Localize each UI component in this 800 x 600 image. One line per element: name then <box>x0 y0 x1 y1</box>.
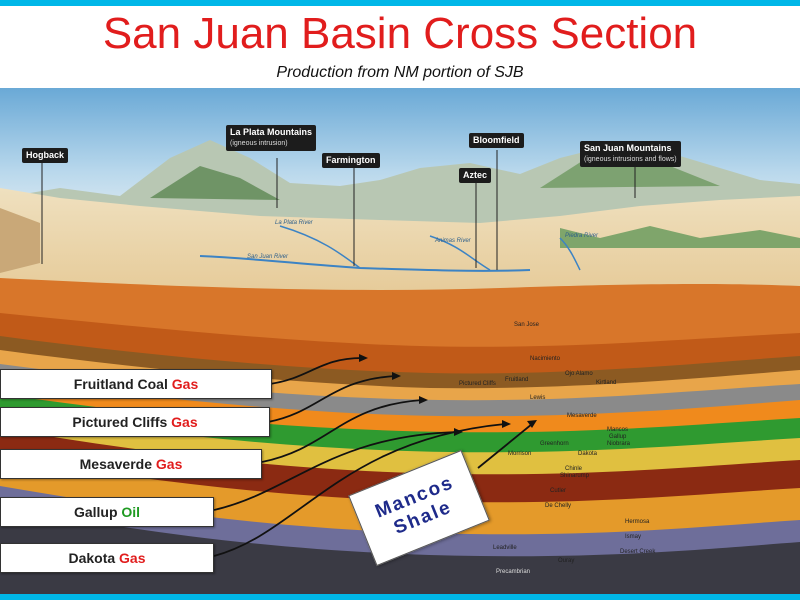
top-accent-bar <box>0 0 800 6</box>
arrow-fruitland <box>269 357 363 385</box>
animas-river <box>429 235 491 271</box>
tag-la-plata-label: La Plata Mountains <box>230 127 313 137</box>
hogback-ridge <box>0 208 40 273</box>
bottom-accent-bar <box>0 594 800 600</box>
arrow-mesaverde <box>261 399 423 463</box>
formation-pictured-cliffs: Pictured Cliffs <box>459 381 496 387</box>
arrowhead <box>454 428 463 436</box>
vegetation <box>560 226 800 248</box>
label-mesaverde-name: Mesaverde <box>79 456 153 472</box>
tag-aztec: Aztec <box>459 168 492 183</box>
formation-morrison: Morrison <box>508 451 532 457</box>
label-pictured-cliffs-name: Pictured Cliffs <box>72 414 168 430</box>
river-label-animas: Animas River <box>435 238 471 244</box>
arrow-gallup <box>213 431 458 511</box>
formation-greenhorn: Greenhorn <box>540 441 569 447</box>
tag-farmington: Farmington <box>322 153 380 168</box>
formation-dakota: Dakota <box>578 451 598 457</box>
formation-cutler: Cutler <box>550 488 567 494</box>
la-plata-peaks <box>150 166 280 200</box>
formation-chinle: Chinle <box>565 466 583 472</box>
label-fruitland-coal-name: Fruitland Coal <box>73 376 168 392</box>
river-label-la-plata: La Plata River <box>275 220 313 226</box>
label-gallup-resource: Oil <box>121 504 141 520</box>
tag-san-juan-mtns-label: San Juan Mountains <box>584 143 672 153</box>
formation-de-chelly: De Chelly <box>545 503 572 509</box>
tag-san-juan-mtns: San Juan Mountains (igneous intrusions an… <box>580 141 681 167</box>
arrowheads <box>359 354 537 436</box>
arrowhead <box>527 420 537 428</box>
tag-hogback: Hogback <box>22 148 69 163</box>
formation-kirtland: Kirtland <box>596 380 617 386</box>
arrowhead <box>392 372 401 380</box>
label-gallup: Gallup Oil <box>0 497 214 527</box>
label-mesaverde-resource: Gas <box>155 456 183 472</box>
arrowhead <box>502 420 511 428</box>
arrow-pictured-cliffs <box>267 375 396 423</box>
formation-lewis: Lewis <box>530 395 546 401</box>
formation-nacimiento: Nacimiento <box>530 356 561 362</box>
tag-san-juan-mtns-sub: (igneous intrusions and flows) <box>584 156 677 163</box>
formation-leadville: Leadville <box>493 545 517 551</box>
formation-desert-creek: Desert Creek <box>620 549 656 555</box>
formation-gallup: Gallup <box>609 434 627 440</box>
formation-fruitland: Fruitland <box>505 377 529 383</box>
arrows <box>213 357 533 557</box>
tag-bloomfield-label: Bloomfield <box>473 135 520 145</box>
label-dakota: Dakota Gas <box>0 543 214 573</box>
label-fruitland-coal: Fruitland Coal Gas <box>0 369 272 399</box>
formation-ismay: Ismay <box>625 534 642 540</box>
arrow-mancos <box>477 423 533 469</box>
label-fruitland-coal-resource: Gas <box>171 376 199 392</box>
san-juan-river <box>199 255 531 272</box>
formation-niobrara: Niobrara <box>607 441 631 447</box>
label-pictured-cliffs: Pictured Cliffs Gas <box>0 407 270 437</box>
label-pictured-cliffs-resource: Gas <box>171 414 198 430</box>
tag-la-plata-sub: (igneous intrusion) <box>230 140 288 147</box>
formation-mesaverde: Mesaverde <box>567 413 597 419</box>
formation-hermosa: Hermosa <box>625 519 650 525</box>
tag-aztec-label: Aztec <box>463 170 488 180</box>
formation-mancos: Mancos <box>607 427 629 433</box>
label-gallup-name: Gallup <box>73 504 118 520</box>
tag-bloomfield: Bloomfield <box>469 133 524 148</box>
arrow-dakota <box>213 423 506 557</box>
page-title: San Juan Basin Cross Section <box>102 9 698 58</box>
piedra-river <box>559 237 581 271</box>
formation-ouray: Ouray <box>558 558 575 564</box>
formation-ojo-alamo: Ojo Alamo <box>565 371 593 377</box>
tag-la-plata: La Plata Mountains (igneous intrusion) <box>226 125 317 151</box>
formation-shinarump: Shinarump <box>560 473 590 479</box>
tag-farmington-label: Farmington <box>326 155 376 165</box>
label-dakota-name: Dakota <box>68 550 116 566</box>
formation-san-jose: San Jose <box>514 322 540 328</box>
formation-precambrian: Precambrian <box>496 569 531 575</box>
river-label-piedra: Piedra River <box>565 233 599 239</box>
label-mesaverde: Mesaverde Gas <box>0 449 262 479</box>
label-dakota-resource: Gas <box>119 550 146 566</box>
arrowhead <box>419 396 428 404</box>
tag-hogback-label: Hogback <box>26 150 65 160</box>
page-subtitle: Production from NM portion of SJB <box>276 64 524 81</box>
river-label-san-juan: San Juan River <box>247 254 289 260</box>
arrowhead <box>359 354 368 362</box>
